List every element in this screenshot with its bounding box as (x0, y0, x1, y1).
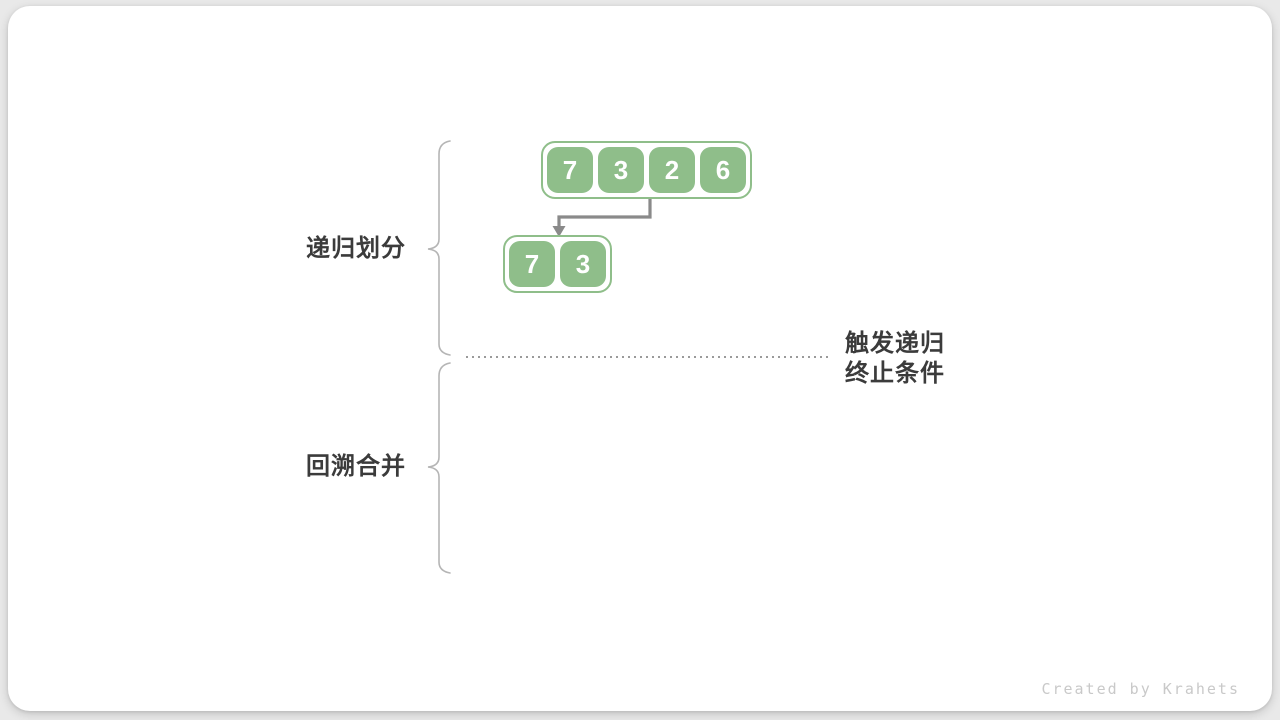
array-cell: 2 (649, 147, 695, 193)
array-cell: 6 (700, 147, 746, 193)
termination-condition-label: 触发递归 终止条件 (845, 329, 945, 389)
merge-phase-label: 回溯合并 (306, 453, 406, 480)
termination-line-2: 终止条件 (845, 360, 945, 387)
array-cell: 7 (547, 147, 593, 193)
array-cell: 3 (560, 241, 606, 287)
array-cell: 7 (509, 241, 555, 287)
termination-line-1: 触发递归 (845, 330, 945, 357)
array-cell: 3 (598, 147, 644, 193)
diagram-card (8, 6, 1272, 711)
divide-phase-label: 递归划分 (306, 235, 406, 262)
watermark: Created by Krahets (1041, 680, 1240, 698)
